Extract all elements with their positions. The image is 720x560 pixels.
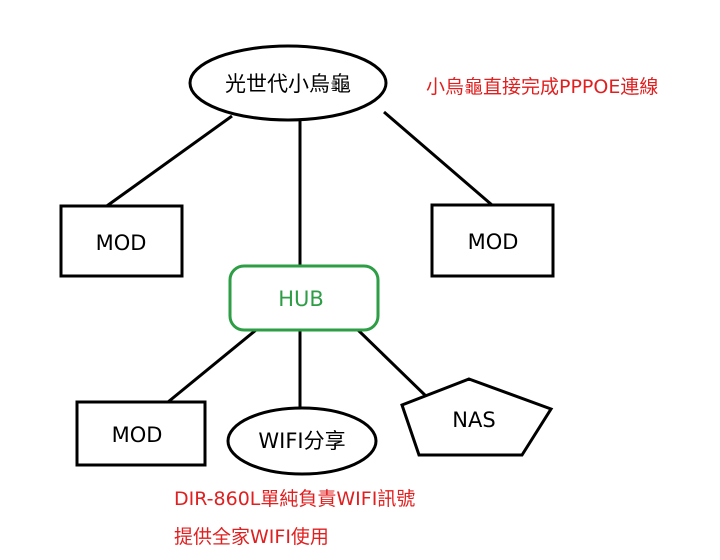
mod-right-label: MOD	[468, 230, 519, 254]
mod-right-box	[430, 203, 555, 278]
nas-label: NAS	[452, 408, 495, 432]
root-node-label: 光世代小烏龜	[225, 72, 351, 96]
wifi-node-ellipse	[226, 406, 378, 476]
hub-box	[228, 264, 380, 332]
mod-bottom-label: MOD	[112, 423, 163, 447]
edge-hub-to-mod-bottom	[167, 328, 257, 404]
mod-bottom-box	[75, 400, 207, 467]
edge-root-to-mod-left	[103, 114, 233, 210]
edge-hub-to-nas	[356, 328, 432, 402]
wifi-node-label: WIFI分享	[258, 429, 345, 453]
edge-root-to-mod-right	[383, 110, 493, 207]
mod-left-label: MOD	[96, 231, 147, 255]
root-node-ellipse	[188, 44, 388, 122]
router-annotation-line1: DIR-860L單純負責WIFI訊號	[174, 488, 415, 510]
mod-left-box	[59, 204, 184, 278]
hub-label: HUB	[278, 287, 324, 311]
pppoe-annotation: 小烏龜直接完成PPPOE連線	[426, 76, 658, 98]
nas-pentagon	[400, 377, 554, 457]
router-annotation-line2: 提供全家WIFI使用	[174, 526, 329, 548]
